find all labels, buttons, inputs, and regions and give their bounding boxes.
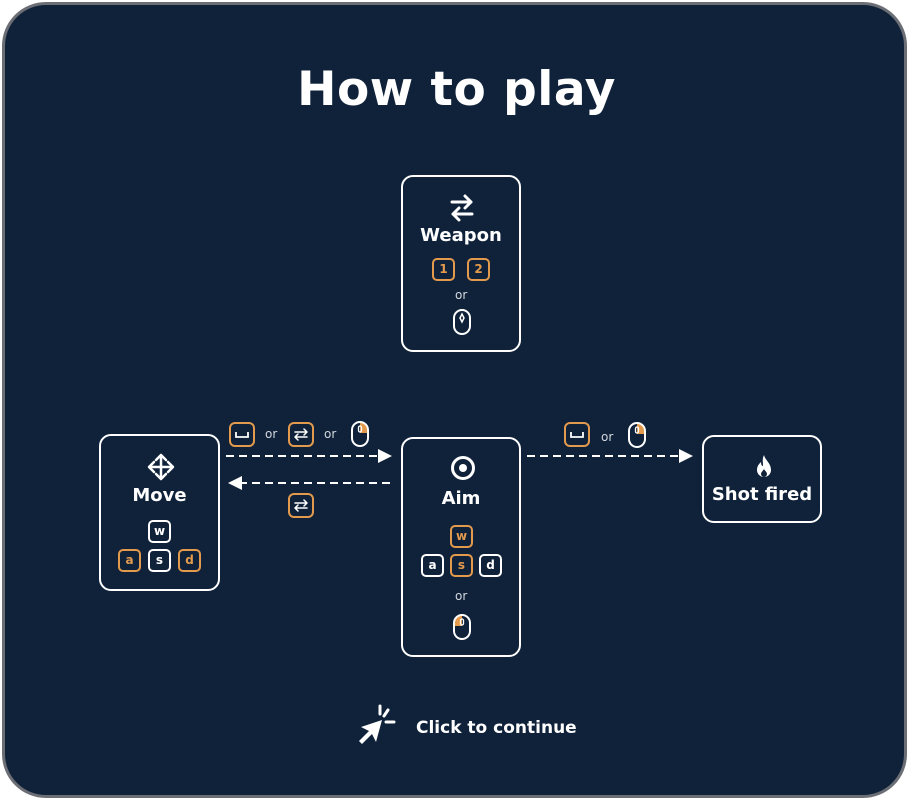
key-s: s [450, 554, 473, 577]
key-1: 1 [432, 258, 455, 281]
shot-fired-card: Shot fired [702, 435, 822, 523]
or-label: or [324, 427, 337, 441]
click-cursor-icon [359, 704, 396, 744]
or-label: or [455, 589, 468, 603]
mouse-right-click-icon [351, 421, 369, 447]
key-w: w [148, 520, 171, 543]
page-title: How to play [297, 62, 616, 117]
move-arrows-icon [147, 453, 175, 481]
key-a: a [118, 549, 141, 572]
move-card: Move w a s d [99, 434, 220, 591]
aim-card: Aim w a s d or [401, 437, 521, 657]
weapon-label: Weapon [420, 225, 502, 246]
arrow-move-to-aim [226, 449, 392, 463]
mouse-right-click-icon [628, 422, 646, 448]
space-key-icon [229, 422, 255, 447]
key-d: d [178, 549, 201, 572]
shot-fired-label: Shot fired [711, 484, 813, 505]
space-key-icon [564, 422, 590, 447]
arrow-aim-to-shot [527, 449, 693, 463]
swap-key-icon [288, 493, 314, 518]
key-a: a [421, 554, 444, 577]
key-w: w [450, 525, 473, 548]
or-label: or [455, 288, 468, 302]
arrow-aim-to-move [228, 476, 393, 490]
swap-arrows-icon [450, 194, 474, 222]
click-to-continue[interactable]: Click to continue [416, 718, 577, 738]
key-d: d [479, 554, 502, 577]
key-2: 2 [467, 258, 490, 281]
key-s: s [148, 549, 171, 572]
weapon-card: Weapon 1 2 or [401, 175, 521, 352]
or-label: or [265, 427, 278, 441]
mouse-scroll-icon [453, 309, 471, 335]
fire-icon [757, 455, 771, 477]
move-label: Move [132, 485, 187, 506]
mouse-left-click-icon [453, 614, 471, 640]
or-label: or [601, 430, 614, 444]
swap-key-icon [288, 422, 314, 447]
target-icon [451, 456, 475, 480]
aim-label: Aim [441, 488, 481, 509]
